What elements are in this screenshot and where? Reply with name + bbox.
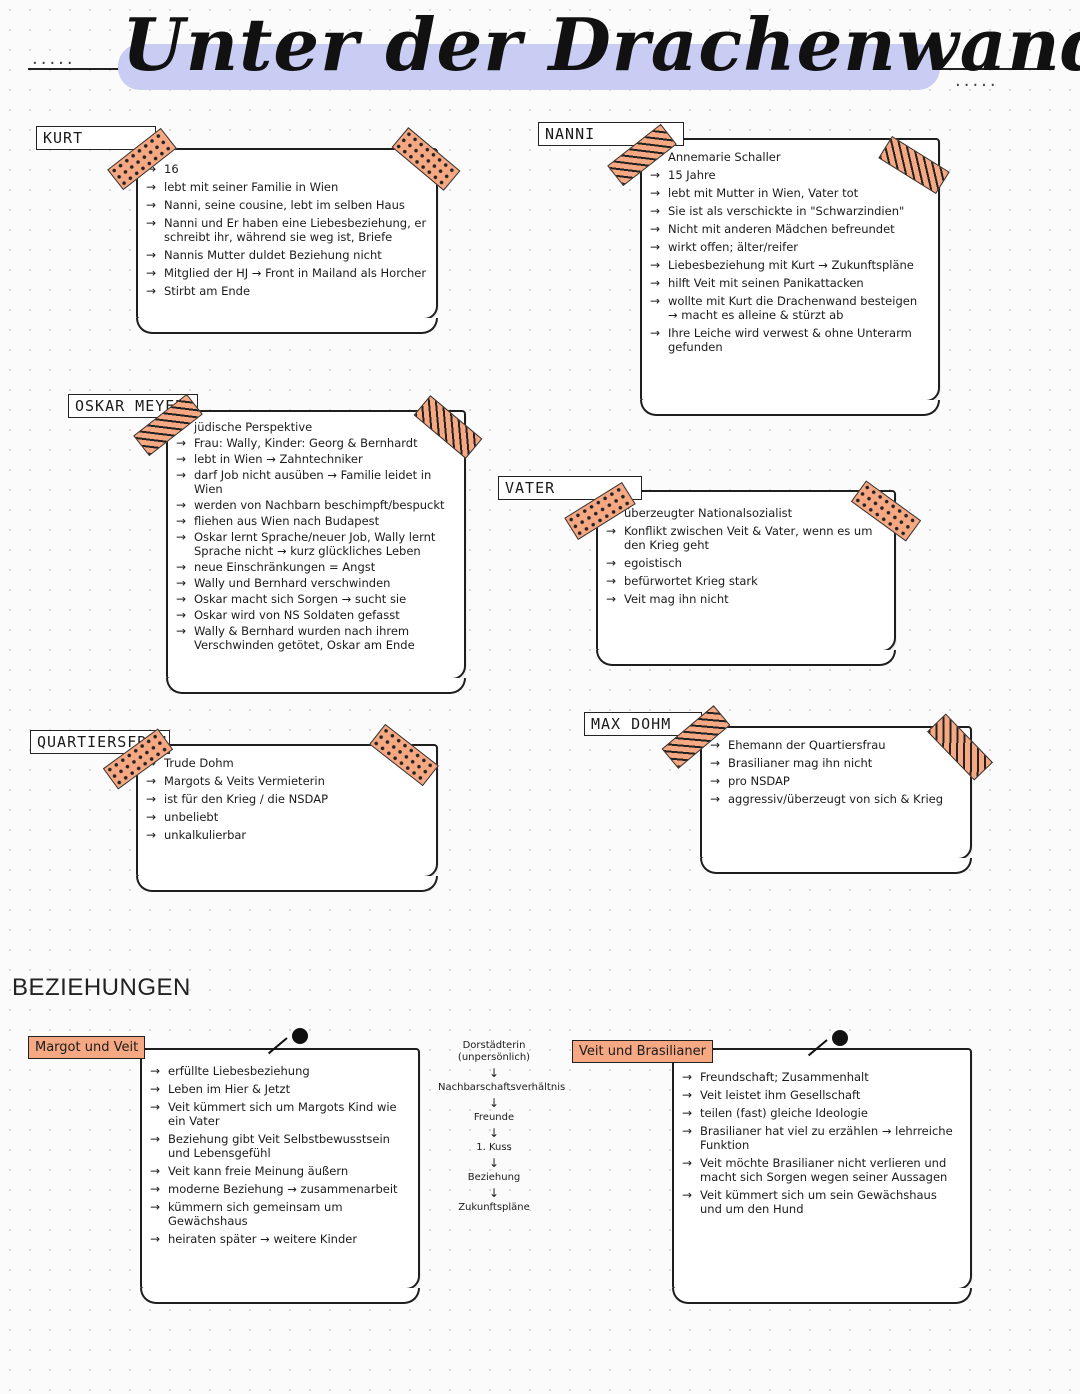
- list-item: lebt mit Mutter in Wien, Vater tot: [650, 186, 930, 200]
- list-item: Ihre Leiche wird verwest & ohne Unterarm…: [650, 326, 930, 354]
- list-item: Nanni und Er haben eine Liebesbeziehung,…: [146, 216, 428, 244]
- list-item: Veit kann freie Meinung äußern: [150, 1164, 410, 1178]
- label-veit-brasilianer: Veit und Brasilianer: [572, 1040, 713, 1063]
- arrow-down-icon: ↓: [488, 1186, 500, 1200]
- list-item: neue Einschränkungen = Angst: [176, 560, 456, 574]
- list-item: heiraten später → weitere Kinder: [150, 1232, 410, 1246]
- list-item: Brasilianer hat viel zu erzählen → lehrr…: [682, 1124, 962, 1152]
- list-item: moderne Beziehung → zusammenarbeit: [150, 1182, 410, 1196]
- list-item: Wally und Bernhard verschwinden: [176, 576, 456, 590]
- list-item: Veit kümmert sich um Margots Kind wie ei…: [150, 1100, 410, 1128]
- maxdohm-list: Ehemann der Quartiersfrau Brasilianer ma…: [702, 728, 970, 806]
- oskar-list: jüdische Perspektive Frau: Wally, Kinder…: [168, 412, 464, 652]
- list-item: Leben im Hier & Jetzt: [150, 1082, 410, 1096]
- title-dots-right: .....: [955, 70, 999, 91]
- list-item: lebt mit seiner Familie in Wien: [146, 180, 428, 194]
- title-highlight: [118, 44, 940, 90]
- margot-veit-list: erfüllte Liebesbeziehung Leben im Hier &…: [142, 1050, 418, 1246]
- label-max-dohm: MAX DOHM: [584, 712, 702, 736]
- list-item: fliehen aus Wien nach Budapest: [176, 514, 456, 528]
- list-item: Nannis Mutter duldet Beziehung nicht: [146, 248, 428, 262]
- list-item: Beziehung gibt Veit Selbstbewusstsein un…: [150, 1132, 410, 1160]
- list-item: wirkt offen; älter/reifer: [650, 240, 930, 254]
- flow-step: Beziehung: [467, 1172, 521, 1183]
- list-item: Konflikt zwischen Veit & Vater, wenn es …: [606, 524, 886, 552]
- pushpin-icon: [292, 1028, 308, 1044]
- list-item: Trude Dohm: [146, 756, 428, 770]
- list-item: überzeugter Nationalsozialist: [606, 506, 886, 520]
- nanni-list: Annemarie Schaller 15 Jahre lebt mit Mut…: [642, 140, 938, 354]
- list-item: wollte mit Kurt die Drachenwand besteige…: [650, 294, 930, 322]
- card-max-dohm: Ehemann der Quartiersfrau Brasilianer ma…: [700, 726, 972, 874]
- card-vater: überzeugter Nationalsozialist Konflikt z…: [596, 490, 896, 666]
- list-item: 16: [146, 162, 428, 176]
- title-banner: ..... ..... Unter der Drachenwand: [0, 0, 1080, 140]
- arrow-down-icon: ↓: [488, 1156, 500, 1170]
- list-item: jüdische Perspektive: [176, 420, 456, 434]
- list-item: kümmern sich gemeinsam um Gewächshaus: [150, 1200, 410, 1228]
- list-item: unbeliebt: [146, 810, 428, 824]
- list-item: Veit kümmert sich um sein Gewächshaus un…: [682, 1188, 962, 1216]
- list-item: Brasilianer mag ihn nicht: [710, 756, 962, 770]
- list-item: lebt in Wien → Zahntechniker: [176, 452, 456, 466]
- card-veit-brasilianer: Freundschaft; Zusammenhalt Veit leistet …: [672, 1048, 972, 1304]
- flow-step: Freunde: [473, 1112, 515, 1123]
- quartiersfrau-list: Trude Dohm Margots & Veits Vermieterin i…: [138, 746, 436, 842]
- list-item: werden von Nachbarn beschimpft/bespuckt: [176, 498, 456, 512]
- arrow-down-icon: ↓: [488, 1126, 500, 1140]
- list-item: 15 Jahre: [650, 168, 930, 182]
- card-nanni: Annemarie Schaller 15 Jahre lebt mit Mut…: [640, 138, 940, 416]
- list-item: Liebesbeziehung mit Kurt → Zukunftspläne: [650, 258, 930, 272]
- list-item: egoistisch: [606, 556, 886, 570]
- list-item: ist für den Krieg / die NSDAP: [146, 792, 428, 806]
- list-item: Wally & Bernhard wurden nach ihrem Versc…: [176, 624, 456, 652]
- title-dots-left: .....: [32, 48, 76, 69]
- list-item: Nicht mit anderen Mädchen befreundet: [650, 222, 930, 236]
- list-item: Freundschaft; Zusammenhalt: [682, 1070, 962, 1084]
- list-item: Veit leistet ihm Gesellschaft: [682, 1088, 962, 1102]
- list-item: Oskar wird von NS Soldaten gefasst: [176, 608, 456, 622]
- list-item: Oskar lernt Sprache/neuer Job, Wally ler…: [176, 530, 456, 558]
- title-rule-left: [28, 68, 123, 70]
- vater-list: überzeugter Nationalsozialist Konflikt z…: [598, 492, 894, 606]
- card-kurt: 16 lebt mit seiner Familie in Wien Nanni…: [136, 148, 438, 334]
- list-item: teilen (fast) gleiche Ideologie: [682, 1106, 962, 1120]
- label-kurt: KURT: [36, 126, 156, 150]
- list-item: aggressiv/überzeugt von sich & Krieg: [710, 792, 962, 806]
- relationship-flow: Dorstädterin (unpersönlich) ↓ Nachbarsch…: [438, 1040, 566, 1214]
- pushpin-icon: [832, 1030, 848, 1046]
- card-quartiersfrau: Trude Dohm Margots & Veits Vermieterin i…: [136, 744, 438, 892]
- flow-step: Nachbarschaftsverhältnis: [438, 1082, 566, 1093]
- list-item: Nanni, seine cousine, lebt im selben Hau…: [146, 198, 428, 212]
- list-item: unkalkulierbar: [146, 828, 428, 842]
- page-title: Unter der Drachenwand: [122, 2, 1080, 87]
- kurt-list: 16 lebt mit seiner Familie in Wien Nanni…: [138, 150, 436, 298]
- card-margot-veit: erfüllte Liebesbeziehung Leben im Hier &…: [140, 1048, 420, 1304]
- section-heading-beziehungen: BEZIEHUNGEN: [12, 974, 191, 1001]
- list-item: Mitglied der HJ → Front in Mailand als H…: [146, 266, 428, 280]
- list-item: hilft Veit mit seinen Panikattacken: [650, 276, 930, 290]
- label-margot-veit: Margot und Veit: [28, 1036, 146, 1059]
- list-item: Frau: Wally, Kinder: Georg & Bernhardt: [176, 436, 456, 450]
- arrow-down-icon: ↓: [488, 1096, 500, 1110]
- list-item: Stirbt am Ende: [146, 284, 428, 298]
- list-item: Margots & Veits Vermieterin: [146, 774, 428, 788]
- list-item: erfüllte Liebesbeziehung: [150, 1064, 410, 1078]
- list-item: Oskar macht sich Sorgen → sucht sie: [176, 592, 456, 606]
- list-item: pro NSDAP: [710, 774, 962, 788]
- list-item: Sie ist als verschickte in "Schwarzindie…: [650, 204, 930, 218]
- arrow-down-icon: ↓: [488, 1066, 500, 1080]
- flow-step: Dorstädterin (unpersönlich): [457, 1040, 531, 1063]
- list-item: Ehemann der Quartiersfrau: [710, 738, 962, 752]
- list-item: befürwortet Krieg stark: [606, 574, 886, 588]
- title-rule-right: [938, 68, 1050, 70]
- flow-step: 1. Kuss: [476, 1142, 512, 1153]
- veit-brasilianer-list: Freundschaft; Zusammenhalt Veit leistet …: [674, 1050, 970, 1216]
- list-item: Veit mag ihn nicht: [606, 592, 886, 606]
- flow-step: Zukunftspläne: [458, 1202, 530, 1213]
- list-item: Veit möchte Brasilianer nicht verlieren …: [682, 1156, 962, 1184]
- card-oskar-meyer: jüdische Perspektive Frau: Wally, Kinder…: [166, 410, 466, 694]
- list-item: darf Job nicht ausüben → Familie leidet …: [176, 468, 456, 496]
